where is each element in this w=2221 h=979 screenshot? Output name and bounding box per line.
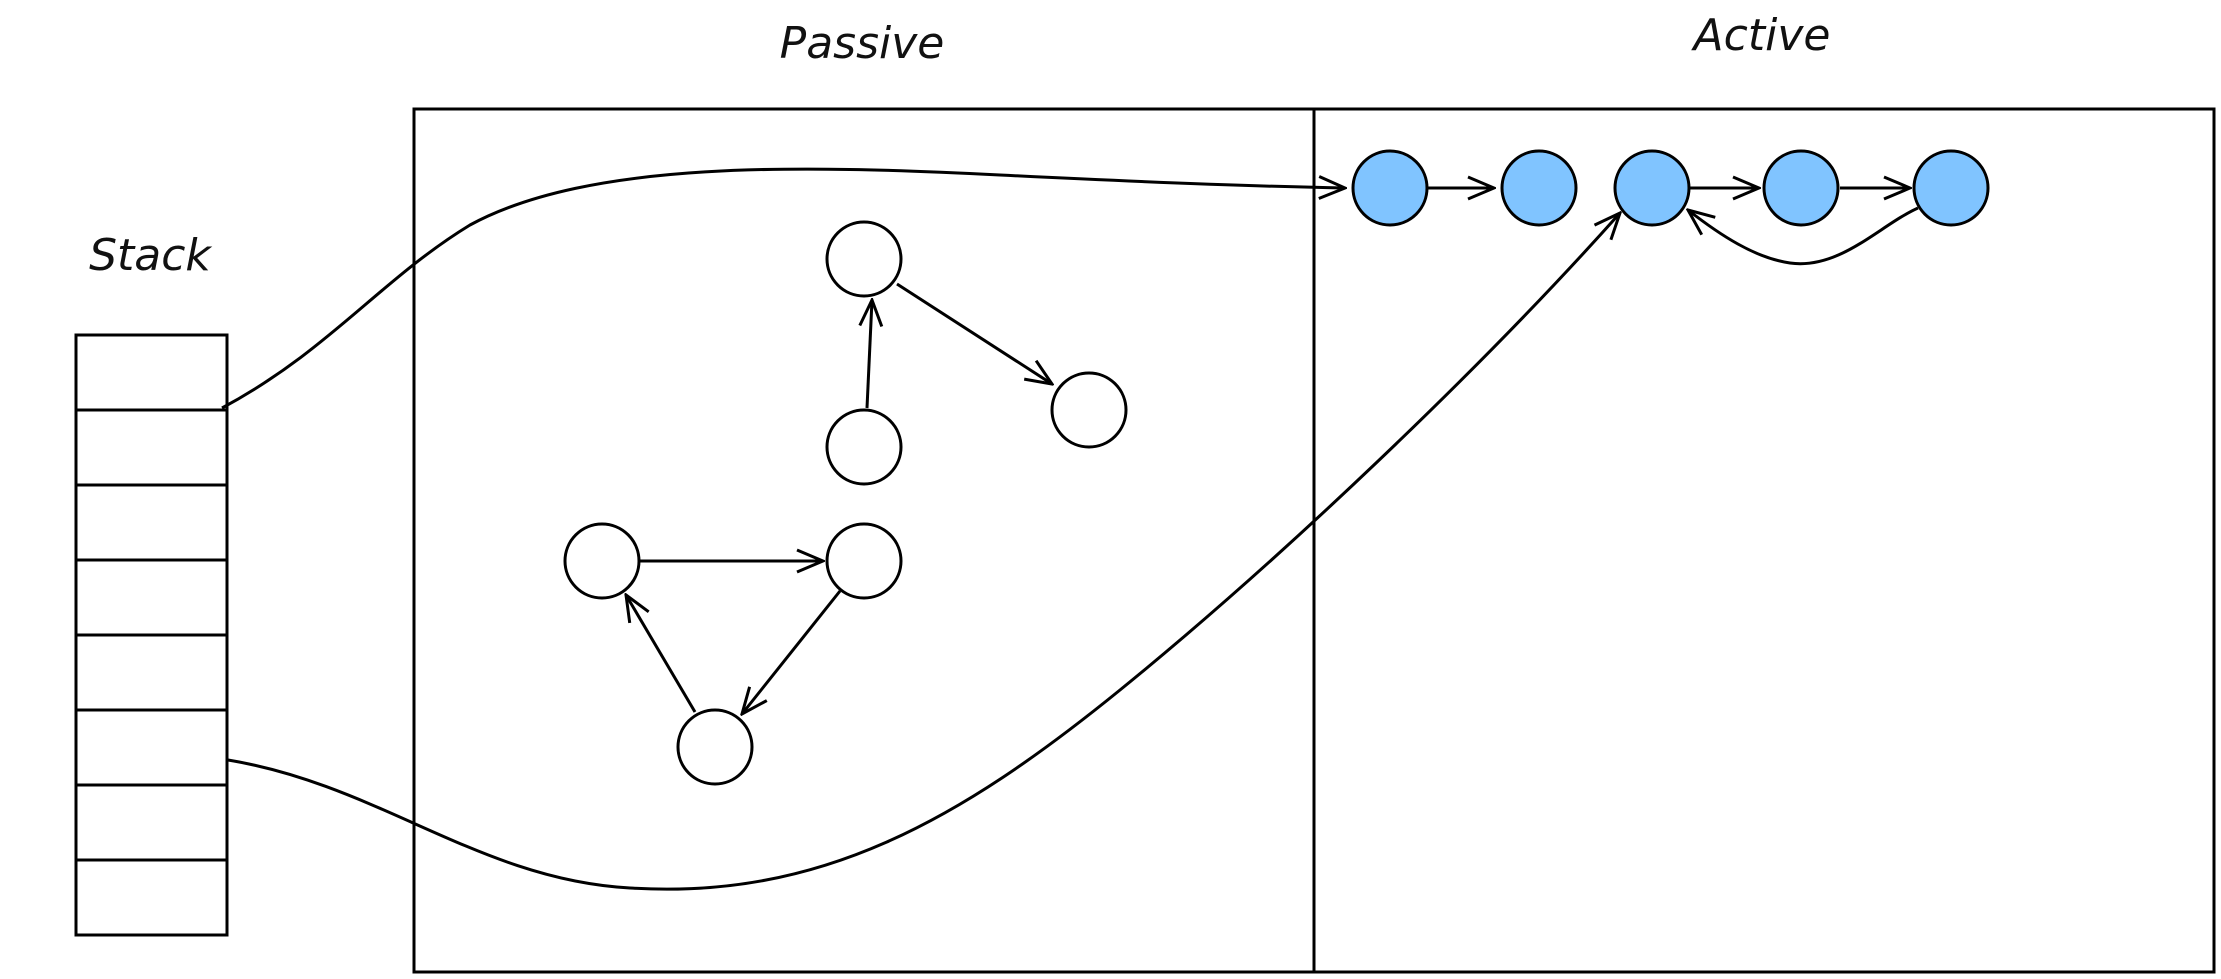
graph-edge: [896, 282, 1052, 384]
passive-node: [563, 522, 641, 600]
stack-title: Stack: [89, 230, 212, 281]
active-node: [1762, 149, 1840, 227]
passive-node: [825, 522, 903, 600]
stack-cell: [74, 483, 229, 562]
stack-cell: [74, 633, 229, 712]
passive-node: [825, 220, 903, 298]
passive-edges: [626, 282, 1052, 714]
root-reference-edge: [227, 213, 1620, 891]
stack-cell: [74, 708, 229, 787]
active-node: [1613, 149, 1691, 227]
passive-node: [1050, 371, 1128, 449]
passive-nodes: [563, 220, 1128, 786]
active-node: [1912, 149, 1990, 227]
stack-cell: [74, 333, 229, 412]
stack-cell: [74, 858, 229, 937]
graph-edge: [742, 590, 842, 714]
stack-cell: [74, 558, 229, 637]
active-nodes: [1351, 149, 1990, 227]
passive-node: [676, 708, 754, 786]
graph-edge: [626, 595, 697, 713]
stack-cell: [74, 783, 229, 862]
root-reference-edge: [221, 167, 1345, 410]
passive-title: Passive: [780, 18, 945, 69]
graph-edge: [867, 300, 872, 409]
stack-cell: [74, 408, 229, 487]
active-region: [1312, 107, 2216, 974]
active-node: [1500, 149, 1578, 227]
active-node: [1351, 149, 1429, 227]
stack-column: [74, 333, 229, 937]
passive-node: [825, 408, 903, 486]
active-edges: [1428, 188, 1919, 266]
active-title: Active: [1691, 10, 1831, 61]
graph-edge: [1688, 206, 1919, 266]
